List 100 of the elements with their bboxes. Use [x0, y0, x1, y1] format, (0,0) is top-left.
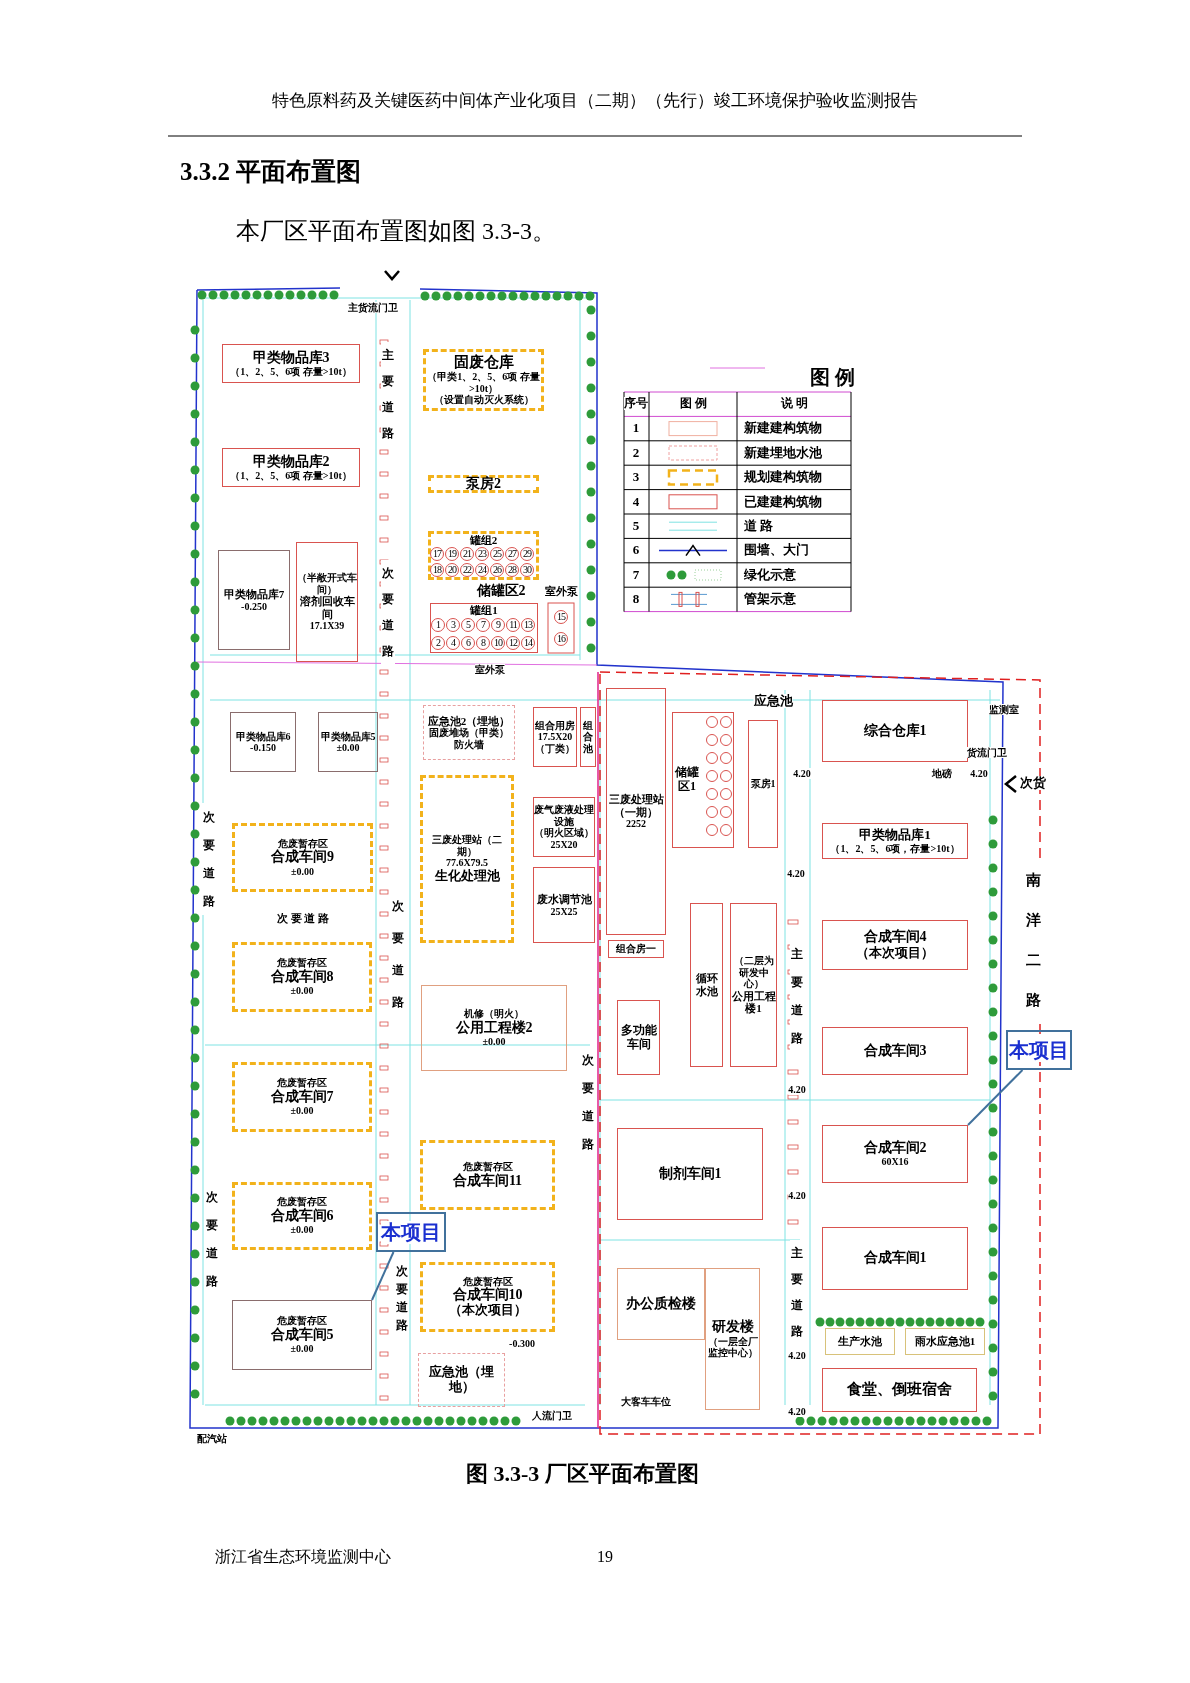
legend-title: 图 例 — [809, 366, 855, 388]
tank-number: 20 — [445, 563, 459, 577]
building-label: ±0.00 — [290, 1105, 314, 1117]
tank-number: 11 — [506, 618, 520, 632]
building-label: 机修（明火） — [464, 1008, 524, 1020]
legend-text: 新建埋地水池 — [744, 445, 822, 461]
plan-label: 监测室 — [989, 704, 1019, 715]
building-label: 甲类物品库3 — [252, 349, 330, 366]
building-label: （甲类1、2、5、6项 存量>10t） — [426, 371, 541, 394]
tank-number: 9 — [491, 618, 505, 632]
buried-pool-outline — [418, 1353, 505, 1407]
building-label: 甲类物品库2 — [252, 453, 330, 470]
buried-pool-outline — [423, 705, 515, 760]
callout-box — [376, 1212, 446, 1252]
building-label: 合成车间2 — [863, 1140, 927, 1157]
plan-label: 次货 — [1020, 776, 1046, 791]
building-label: 17.5X20 — [537, 731, 573, 743]
plan-label: 4.20 — [788, 1406, 806, 1417]
building-outline — [822, 1368, 977, 1412]
building-label: 合成车间11 — [452, 1172, 523, 1189]
plan-label: 储罐区2 — [476, 583, 526, 599]
tank-number: 4 — [446, 636, 460, 650]
building-outline — [580, 707, 596, 767]
building-label: -0.150 — [250, 742, 276, 754]
pool-outline — [825, 1328, 895, 1355]
building-outline — [606, 688, 666, 935]
plan-label: -0.300 — [509, 1338, 535, 1349]
legend-text: 新建建构筑物 — [744, 421, 822, 436]
legend-text: 已建建构筑物 — [744, 494, 822, 509]
planned-building-outline — [420, 775, 514, 943]
building-label: 公用工程楼2 — [455, 1019, 533, 1037]
building-label: （1、2、5、6项，存量>10t） — [830, 842, 960, 855]
building-label: 合成车间7 — [270, 1088, 334, 1106]
tank-number: 3 — [446, 618, 460, 632]
building-label: 甲类物品库1 — [859, 827, 931, 843]
tank-number: 23 — [475, 547, 489, 561]
callout-box — [1006, 1030, 1072, 1070]
building-outline — [672, 712, 734, 848]
building-label: 甲类物品库7 — [223, 587, 285, 601]
tank-number: 1 — [431, 618, 445, 632]
building-label: 17.1X39 — [309, 620, 345, 632]
plan-label: 4.20 — [788, 1350, 806, 1361]
building-label: 应急池（埋地） — [428, 1365, 495, 1395]
legend-text: 绿化示意 — [744, 567, 796, 583]
table-header: 序号 — [624, 397, 648, 411]
building-label: （1、2、5、6项 存量>10t） — [230, 365, 352, 378]
building-label: 组合房一 — [616, 943, 656, 955]
building-label: （本次项目） — [856, 945, 934, 961]
building-outline — [822, 920, 968, 970]
planned-building-outline — [428, 475, 539, 493]
building-label: 泵房1 — [750, 778, 776, 790]
tank-number: 10 — [491, 636, 505, 650]
building-label: 合成车间5 — [270, 1326, 334, 1344]
building-label: 多功能车间 — [619, 1023, 658, 1052]
tank-number: 24 — [475, 563, 489, 577]
building-outline — [822, 700, 968, 762]
building-label: 雨水应急池1 — [914, 1335, 976, 1348]
legend-text: 围墙、大门 — [744, 543, 809, 558]
building-label: ±0.00 — [291, 865, 314, 878]
plan-label: 4.20 — [793, 768, 811, 779]
table-header: 说 明 — [780, 397, 808, 411]
building-outline — [617, 1000, 660, 1075]
plan-label: 4.20 — [787, 868, 805, 879]
building-label: （明火区域） — [534, 827, 594, 839]
building-label: （二层为研发中心） — [732, 955, 775, 990]
building-label: 固废仓库 — [453, 354, 514, 371]
building-label: 25X25 — [550, 905, 578, 918]
building-label: 合成车间1 — [863, 1250, 927, 1267]
tank-number: 7 — [476, 618, 490, 632]
plan-label: 室外泵 — [475, 664, 505, 675]
building-label: 77.6X79.5 — [445, 857, 489, 869]
building-label: 合成车间10 — [452, 1287, 523, 1303]
building-label: 食堂、倒班宿舍 — [847, 1381, 952, 1399]
building-outline — [421, 985, 567, 1071]
building-label: 固废堆场（甲类） — [429, 727, 509, 739]
building-label: 危废暂存区 — [277, 1315, 327, 1327]
planned-building-outline — [423, 349, 544, 411]
building-label: （一层全厂监控中心） — [706, 1335, 759, 1359]
building-label: 危废暂存区 — [277, 1077, 327, 1089]
table-header: 图 例 — [679, 397, 707, 411]
building-label: 办公质检楼 — [626, 1295, 696, 1313]
building-label: ±0.00 — [290, 985, 314, 997]
building-outline — [318, 712, 378, 772]
building-label: 废气废液处理设施 — [534, 804, 594, 827]
callout-text: 本项目 — [1009, 1038, 1069, 1062]
building-outline — [705, 1268, 760, 1410]
tank-number: 30 — [520, 563, 534, 577]
tank-number: 28 — [505, 563, 519, 577]
building-outline — [617, 1268, 705, 1340]
callout-text: 本项目 — [381, 1220, 441, 1244]
building-label: 60X16 — [881, 1156, 909, 1168]
tank-number: 16 — [554, 632, 568, 646]
building-outline — [232, 1300, 372, 1370]
building-label: （1、2、5、6项 存量>10t） — [230, 469, 352, 482]
building-label: （本次项目） — [448, 1303, 527, 1319]
planned-building-outline — [420, 1140, 555, 1210]
building-label: 合成车间3 — [863, 1042, 927, 1060]
plan-label: 应急池 — [753, 694, 793, 709]
building-label: 废水调节池 — [536, 892, 592, 906]
building-label: ±0.00 — [482, 1036, 506, 1048]
